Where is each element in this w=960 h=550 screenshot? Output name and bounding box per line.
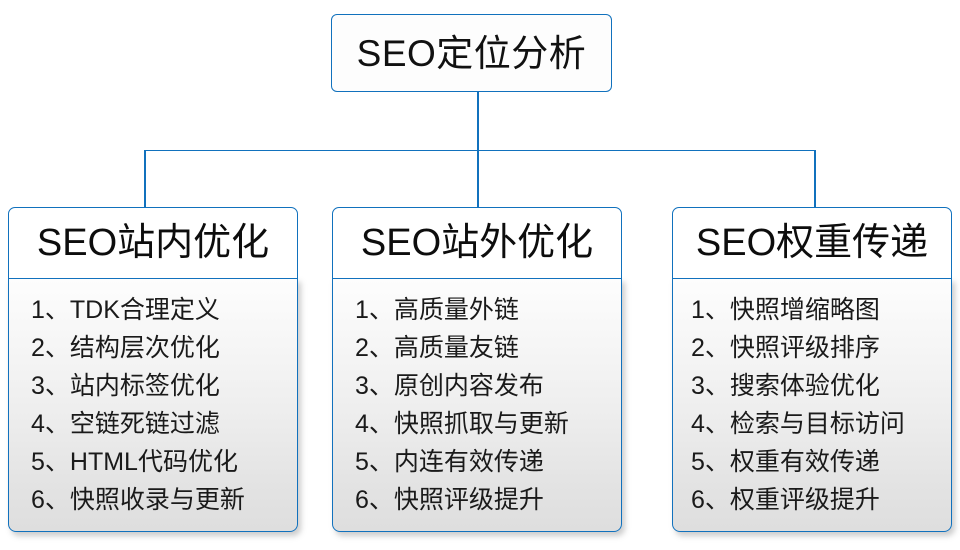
list-item: 6、权重评级提升 xyxy=(691,485,880,514)
list-item: 6、快照收录与更新 xyxy=(31,485,245,514)
list-item: 4、空链死链过滤 xyxy=(31,409,220,438)
connector-branch-3-vertical xyxy=(814,150,816,207)
list-item: 2、结构层次优化 xyxy=(31,333,220,362)
list-item: 5、内连有效传递 xyxy=(355,447,544,476)
list-item: 4、快照抓取与更新 xyxy=(355,409,569,438)
list-item: 1、TDK合理定义 xyxy=(31,295,220,324)
list-item: 6、快照评级提升 xyxy=(355,485,544,514)
connector-root-vertical xyxy=(477,92,479,151)
branch-2-header: SEO站外优化 xyxy=(332,207,622,279)
branch-2-item-list: 1、高质量外链 2、高质量友链 3、原创内容发布 4、快照抓取与更新 5、内连有… xyxy=(332,277,622,532)
root-node-label: SEO定位分析 xyxy=(356,32,587,74)
list-item: 3、原创内容发布 xyxy=(355,371,544,400)
list-item: 5、HTML代码优化 xyxy=(31,447,238,476)
branch-3-header: SEO权重传递 xyxy=(672,207,952,279)
connector-branch-2-vertical xyxy=(477,150,479,207)
list-item: 2、快照评级排序 xyxy=(691,333,880,362)
list-item: 3、站内标签优化 xyxy=(31,371,220,400)
connector-horizontal-bus xyxy=(144,149,815,152)
list-item: 4、检索与目标访问 xyxy=(691,409,905,438)
branch-3-item-list: 1、快照增缩略图 2、快照评级排序 3、搜索体验优化 4、检索与目标访问 5、权… xyxy=(672,277,952,532)
list-item: 1、快照增缩略图 xyxy=(691,295,880,324)
branch-onsite-optimization: SEO站内优化 1、TDK合理定义 2、结构层次优化 3、站内标签优化 4、空链… xyxy=(8,207,298,532)
list-item: 1、高质量外链 xyxy=(355,295,519,324)
branch-1-item-list: 1、TDK合理定义 2、结构层次优化 3、站内标签优化 4、空链死链过滤 5、H… xyxy=(8,277,298,532)
branch-2-header-label: SEO站外优化 xyxy=(360,222,594,264)
branch-weight-transfer: SEO权重传递 1、快照增缩略图 2、快照评级排序 3、搜索体验优化 4、检索与… xyxy=(672,207,952,532)
branch-3-header-label: SEO权重传递 xyxy=(695,222,929,264)
branch-1-header: SEO站内优化 xyxy=(8,207,298,279)
list-item: 5、权重有效传递 xyxy=(691,447,880,476)
list-item: 2、高质量友链 xyxy=(355,333,519,362)
root-node-seo-positioning-analysis: SEO定位分析 xyxy=(331,14,612,92)
connector-branch-1-vertical xyxy=(144,150,146,207)
branch-offsite-optimization: SEO站外优化 1、高质量外链 2、高质量友链 3、原创内容发布 4、快照抓取与… xyxy=(332,207,622,532)
branch-1-header-label: SEO站内优化 xyxy=(36,222,270,264)
list-item: 3、搜索体验优化 xyxy=(691,371,880,400)
